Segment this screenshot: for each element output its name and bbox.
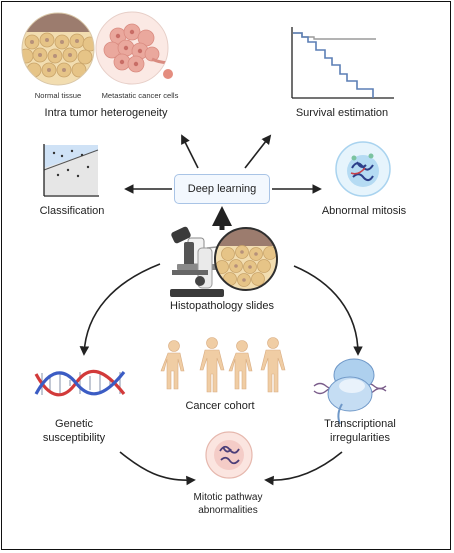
person-2-icon — [199, 337, 225, 393]
magnified-tissue-icon — [214, 227, 278, 291]
arrow-to-transcription — [293, 265, 363, 356]
abnormal-mitosis-label: Abnormal mitosis — [321, 205, 407, 217]
person-1-icon — [160, 340, 185, 390]
mitotic-label-line1: Mitotic pathway — [193, 492, 263, 503]
classification-plot-icon — [43, 144, 99, 197]
mitotic-pathway-label: Mitotic pathway abnormalities — [180, 491, 276, 517]
microscope-icon — [170, 226, 228, 297]
normal-tissue-label: Normal tissue — [34, 91, 82, 100]
arrow-to-genetic — [79, 263, 161, 356]
person-3-icon — [228, 340, 253, 390]
cancer-cohort-figures — [160, 337, 286, 393]
arrow-to-survival — [244, 134, 272, 169]
arrow-genetic-to-mitotic — [119, 451, 196, 486]
histopathology-slides-label: Histopathology slides — [170, 300, 274, 312]
survival-estimation-label: Survival estimation — [295, 107, 389, 119]
deep-learning-box: Deep learning — [174, 174, 270, 204]
arrow-transcription-to-mitotic — [264, 451, 343, 486]
metastatic-cells-label: Metastatic cancer cells — [101, 91, 179, 100]
transcriptional-irregularities-label: Transcriptional irregularities — [308, 417, 412, 445]
arrow-to-heterogeneity — [181, 134, 199, 169]
metastatic-cells-icon — [95, 11, 173, 85]
genetic-label-line1: Genetic — [55, 418, 93, 430]
genetic-susceptibility-label: Genetic susceptibility — [26, 417, 122, 445]
person-4-icon — [260, 337, 286, 393]
dna-helix-icon — [34, 369, 126, 397]
intra-tumor-heterogeneity-label: Intra tumor heterogeneity — [44, 107, 168, 119]
transcriptional-label-line1: Transcriptional — [324, 418, 396, 430]
survival-curve-icon — [291, 27, 394, 99]
classification-label: Classification — [39, 205, 105, 217]
abnormal-mitosis-icon — [335, 141, 391, 197]
normal-tissue-icon — [21, 12, 95, 86]
mitotic-label-line2: abnormalities — [198, 505, 258, 516]
transcriptional-label-line2: irregularities — [330, 432, 390, 444]
arrows — [79, 134, 363, 486]
mitotic-pathway-icon — [205, 431, 253, 479]
transcription-icon — [313, 358, 387, 425]
cancer-cohort-label: Cancer cohort — [185, 400, 255, 412]
genetic-label-line2: susceptibility — [42, 432, 106, 444]
